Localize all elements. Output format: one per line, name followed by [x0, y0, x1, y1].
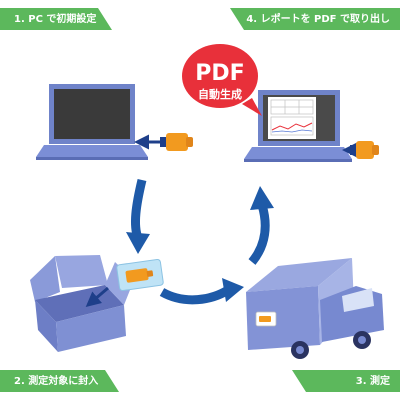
step4-label: 4. レポートを PDF で取り出し	[246, 14, 390, 25]
laptop-report-icon	[244, 90, 352, 162]
step1-banner	[0, 8, 112, 30]
step1-label: 1. PC で初期設定	[14, 14, 97, 25]
step2-label: 2. 測定対象に封入	[14, 376, 99, 387]
pdf-badge-icon: PDF 自動生成	[182, 44, 262, 116]
insert-arrow	[85, 286, 109, 307]
pdf-badge-subtitle: 自動生成	[198, 87, 242, 101]
data-logger-icon	[134, 133, 193, 151]
step3-label: 3. 測定	[355, 376, 390, 387]
pdf-badge-title: PDF	[195, 61, 244, 86]
step3-banner	[292, 370, 400, 392]
flow-arrow-right	[159, 278, 244, 305]
data-logger-icon	[342, 141, 379, 159]
step4-banner	[230, 8, 400, 30]
data-logger-card-icon	[116, 258, 164, 292]
truck-icon	[246, 258, 384, 359]
flow-arrow-down	[126, 178, 150, 254]
step2-banner	[0, 370, 119, 392]
laptop-icon	[36, 84, 148, 160]
report-document	[268, 97, 316, 139]
flow-arrow-up	[248, 186, 274, 265]
